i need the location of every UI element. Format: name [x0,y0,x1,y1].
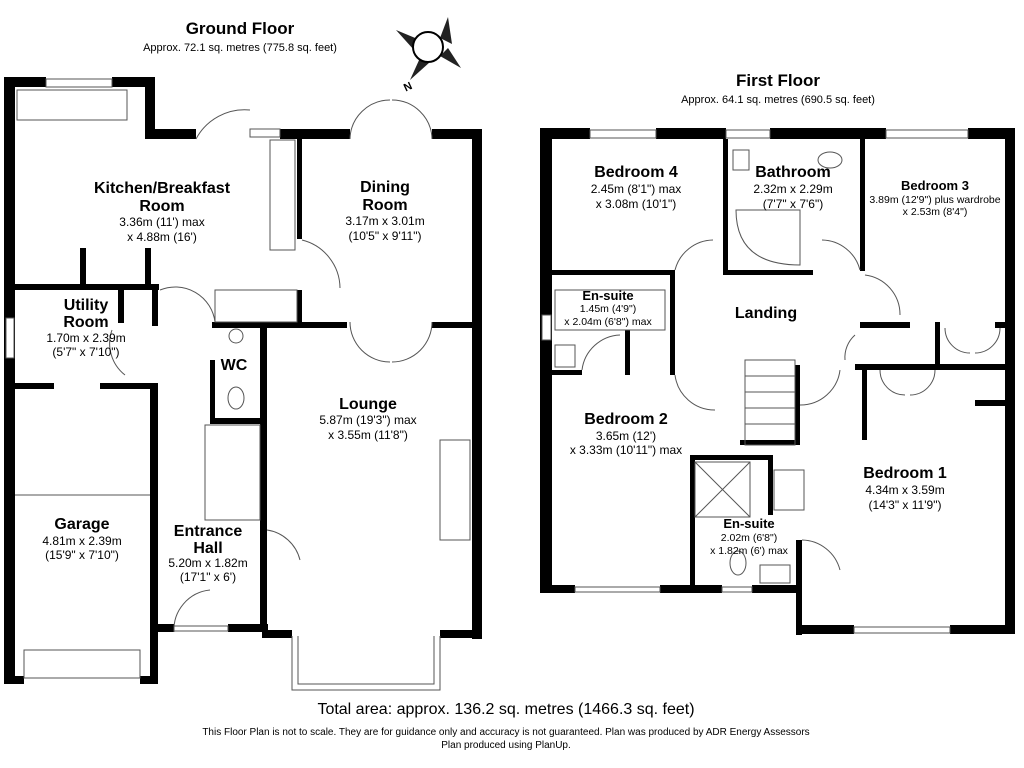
svg-text:3.36m (11') max: 3.36m (11') max [119,215,204,229]
svg-text:Bedroom 3: Bedroom 3 [901,178,969,193]
room-dining: Dining Room 3.17m x 3.01m (10'5" x 9'11"… [345,179,424,243]
disclaimer: This Floor Plan is not to scale. They ar… [202,727,809,738]
room-en-suite-bedroom-1: En-suite 2.02m (6'8") x 1.82m (6') max [710,516,789,557]
room-bathroom: Bathroom 2.32m x 2.29m (7'7" x 7'6") [753,164,832,211]
svg-text:x 3.33m (10'11") max: x 3.33m (10'11") max [570,443,682,457]
svg-text:Bedroom 1: Bedroom 1 [863,465,947,482]
svg-text:5.87m (19'3") max: 5.87m (19'3") max [319,413,416,427]
total-area: Total area: approx. 136.2 sq. metres (14… [317,701,694,718]
svg-text:Dining: Dining [360,179,410,196]
svg-text:x 3.08m (10'1"): x 3.08m (10'1") [596,197,677,211]
svg-text:(17'1" x 6'): (17'1" x 6') [180,570,236,584]
svg-text:Hall: Hall [193,540,222,557]
room-wc: WC [221,357,248,374]
first-floor-title: First Floor [736,71,820,90]
room-utility: Utility Room 1.70m x 2.39m (5'7" x 7'10"… [46,297,125,359]
svg-text:2.02m (6'8"): 2.02m (6'8") [721,532,778,544]
svg-text:Kitchen/Breakfast: Kitchen/Breakfast [94,180,231,197]
svg-text:WC: WC [221,357,248,374]
room-bedroom-3: Bedroom 3 3.89m (12'9") plus wardrobe x … [869,178,1000,218]
svg-text:x 3.55m (11'8"): x 3.55m (11'8") [328,428,408,442]
svg-text:x 2.04m (6'8") max: x 2.04m (6'8") max [564,316,652,328]
room-bedroom-2: Bedroom 2 3.65m (12') x 3.33m (10'11") m… [570,411,682,457]
svg-text:1.70m x 2.39m: 1.70m x 2.39m [46,331,125,345]
svg-text:x 4.88m (16'): x 4.88m (16') [127,230,197,244]
svg-text:x 1.82m (6') max: x 1.82m (6') max [710,545,789,557]
room-kitchen-breakfast: Kitchen/Breakfast Room 3.36m (11') max x… [94,180,231,244]
room-entrance-hall: Entrance Hall 5.20m x 1.82m (17'1" x 6') [168,523,247,584]
first-floor-walls [540,128,1015,635]
svg-text:En-suite: En-suite [723,516,774,531]
svg-text:4.34m x 3.59m: 4.34m x 3.59m [865,483,944,497]
room-bedroom-4: Bedroom 4 2.45m (8'1") max x 3.08m (10'1… [591,164,682,211]
svg-text:Room: Room [362,197,407,214]
svg-text:1.45m (4'9"): 1.45m (4'9") [580,303,637,315]
svg-text:Room: Room [139,198,184,215]
svg-text:Bedroom 2: Bedroom 2 [584,411,668,428]
svg-text:2.45m (8'1") max: 2.45m (8'1") max [591,182,682,196]
svg-text:En-suite: En-suite [582,288,633,303]
svg-text:Room: Room [63,314,108,331]
svg-text:(5'7" x 7'10"): (5'7" x 7'10") [52,345,119,359]
svg-text:Lounge: Lounge [339,396,397,413]
svg-text:5.20m x 1.82m: 5.20m x 1.82m [168,556,247,570]
compass-icon: N [396,17,461,94]
svg-text:(7'7" x 7'6"): (7'7" x 7'6") [763,197,823,211]
compass-north-label: N [402,80,414,94]
svg-text:Bathroom: Bathroom [755,164,831,181]
ground-floor-walls [4,77,482,691]
room-garage: Garage 4.81m x 2.39m (15'9" x 7'10") [42,516,121,562]
room-landing: Landing [735,305,797,322]
room-bedroom-1: Bedroom 1 4.34m x 3.59m (14'3" x 11'9") [863,465,947,512]
svg-text:3.89m (12'9") plus wardrobe: 3.89m (12'9") plus wardrobe [869,194,1000,206]
ground-floor-area: Approx. 72.1 sq. metres (775.8 sq. feet) [143,42,337,54]
svg-text:Garage: Garage [54,516,109,533]
produced-with: Plan produced using PlanUp. [441,740,571,751]
svg-text:Landing: Landing [735,305,797,322]
first-floor-area: Approx. 64.1 sq. metres (690.5 sq. feet) [681,94,875,106]
room-en-suite-bedroom-2: En-suite 1.45m (4'9") x 2.04m (6'8") max [564,288,652,328]
svg-text:2.32m x 2.29m: 2.32m x 2.29m [753,182,832,196]
svg-text:3.17m x 3.01m: 3.17m x 3.01m [345,214,424,228]
svg-text:Utility: Utility [64,297,109,314]
ground-floor-title: Ground Floor [186,19,295,38]
svg-text:4.81m x 2.39m: 4.81m x 2.39m [42,534,121,548]
svg-text:Entrance: Entrance [174,523,243,540]
svg-text:(10'5" x 9'11"): (10'5" x 9'11") [349,229,422,243]
svg-text:(14'3" x 11'9"): (14'3" x 11'9") [869,498,942,512]
svg-text:Bedroom 4: Bedroom 4 [594,164,678,181]
svg-text:3.65m (12'): 3.65m (12') [596,429,656,443]
room-lounge: Lounge 5.87m (19'3") max x 3.55m (11'8") [319,396,416,442]
svg-text:x 2.53m (8'4"): x 2.53m (8'4") [903,206,968,218]
svg-text:(15'9" x 7'10"): (15'9" x 7'10") [45,548,119,562]
